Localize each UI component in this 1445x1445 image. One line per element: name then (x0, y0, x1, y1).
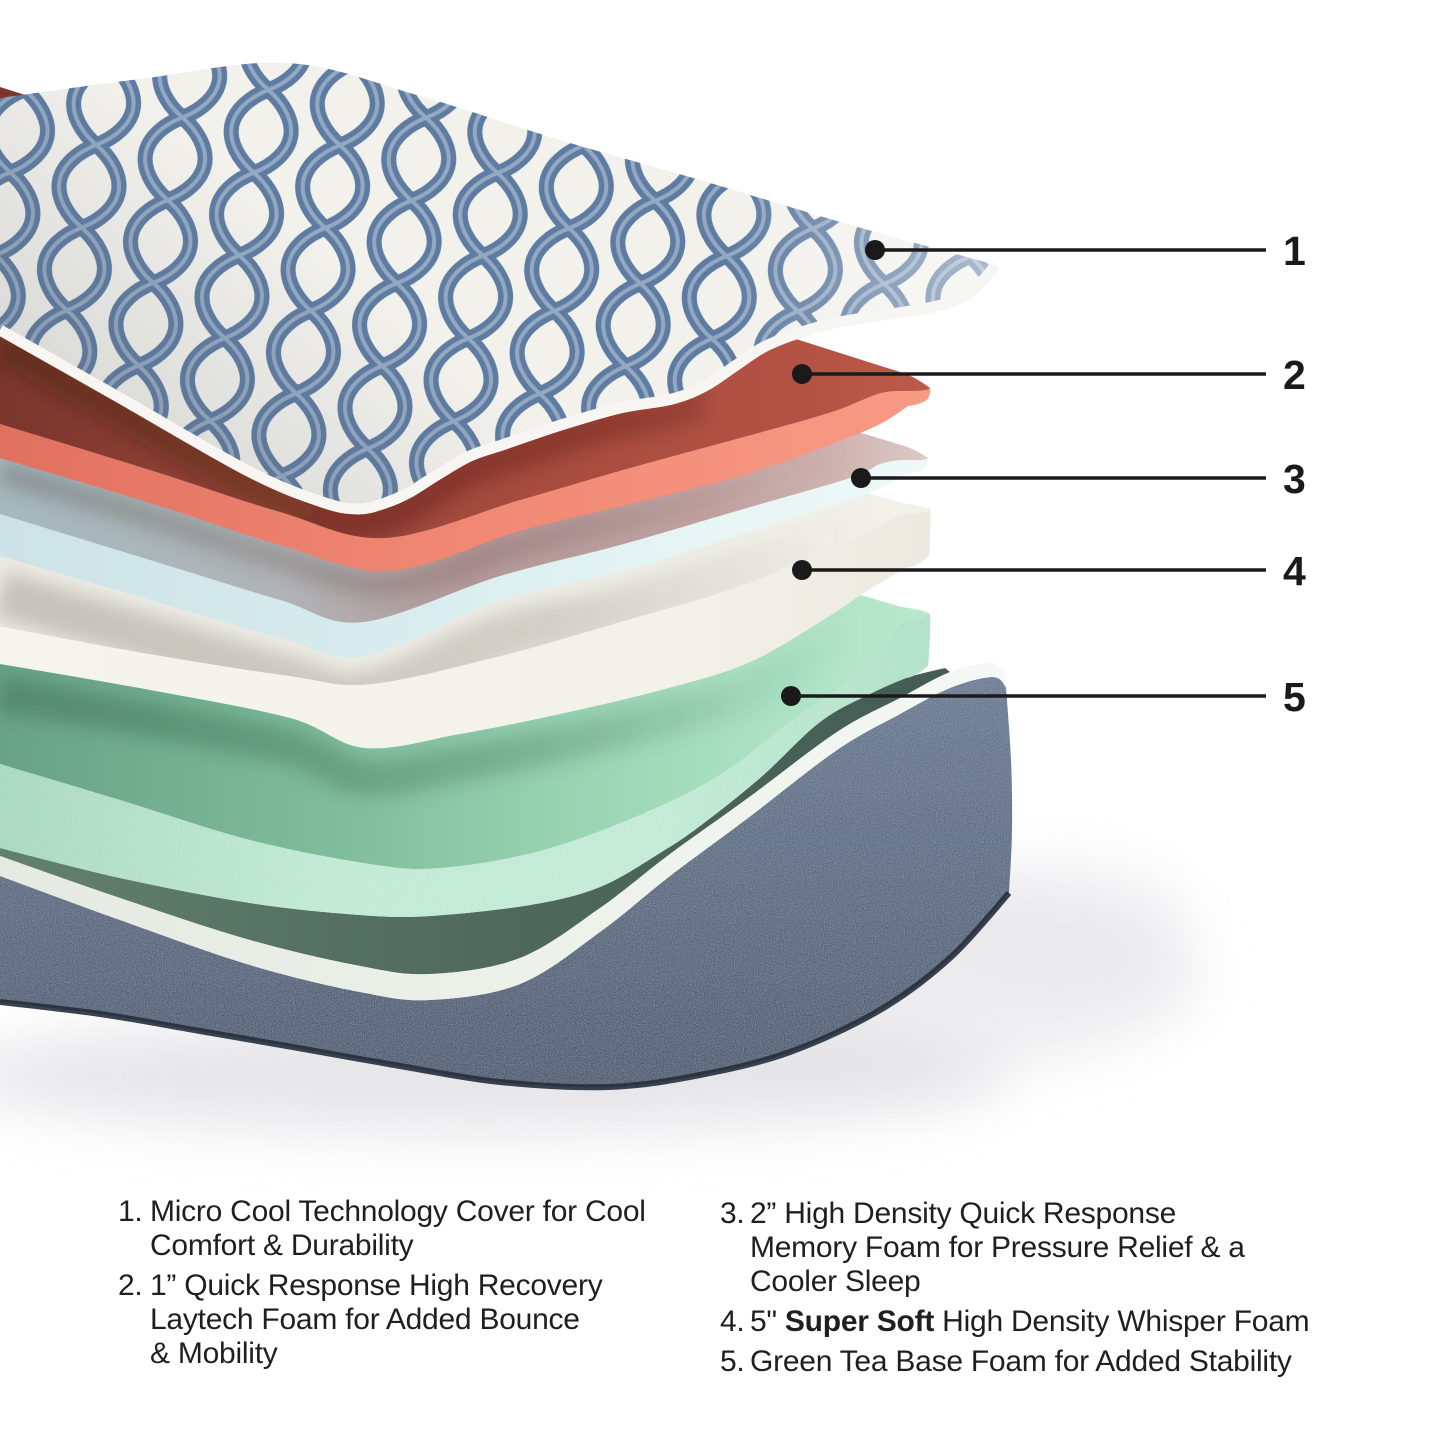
svg-text:1: 1 (1283, 228, 1306, 274)
svg-text:3: 3 (1283, 456, 1306, 502)
svg-text:2: 2 (1283, 352, 1306, 398)
svg-text:5: 5 (1283, 674, 1306, 720)
svg-text:4: 4 (1283, 548, 1306, 594)
